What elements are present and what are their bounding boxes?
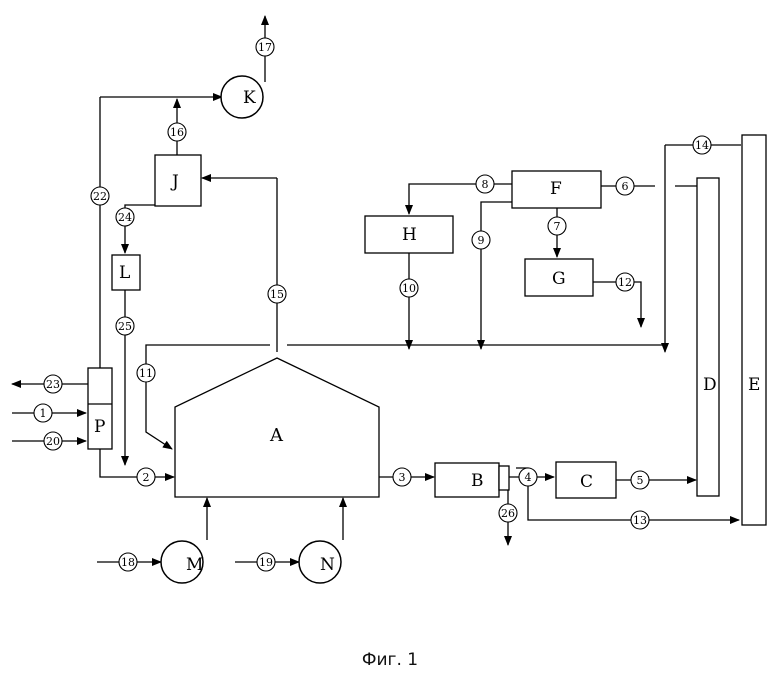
stream-3-number: 3 bbox=[399, 471, 406, 484]
stream-10-bubble: 10 bbox=[400, 279, 418, 297]
stream-22-bubble: 22 bbox=[91, 187, 109, 205]
stream-24-number: 24 bbox=[118, 211, 132, 224]
stream-20-number: 20 bbox=[46, 435, 60, 448]
unit-b bbox=[435, 463, 499, 497]
stream-8-number: 8 bbox=[482, 178, 489, 191]
unit-b-label: B bbox=[471, 471, 484, 491]
stream-4-number: 4 bbox=[525, 471, 532, 484]
stream-14-bubble: 14 bbox=[693, 136, 711, 154]
unit-d bbox=[697, 178, 719, 496]
unit-n-label: N bbox=[320, 555, 335, 575]
stream-23-number: 23 bbox=[46, 378, 60, 391]
stream-15-bubble: 15 bbox=[268, 285, 286, 303]
figure-caption: Фиг. 1 bbox=[0, 650, 780, 670]
stream-2-bubble: 2 bbox=[137, 468, 155, 486]
stream-18-bubble: 18 bbox=[119, 553, 137, 571]
stream-16-number: 16 bbox=[170, 126, 184, 139]
stream-18-number: 18 bbox=[121, 556, 135, 569]
unit-e bbox=[742, 135, 766, 525]
stream-8-line bbox=[409, 184, 512, 214]
unit-c-label: C bbox=[580, 472, 593, 492]
stream-11-bubble: 11 bbox=[137, 364, 155, 382]
stream-1-number: 1 bbox=[40, 407, 47, 420]
stream-3-bubble: 3 bbox=[393, 468, 411, 486]
stream-7-bubble: 7 bbox=[548, 217, 566, 235]
stream-2-line bbox=[100, 449, 174, 477]
stream-17-number: 17 bbox=[258, 41, 272, 54]
stream-26-number: 26 bbox=[501, 507, 515, 520]
stream-9-bubble: 9 bbox=[472, 231, 490, 249]
stream-19-bubble: 19 bbox=[257, 553, 275, 571]
stream-7-number: 7 bbox=[554, 220, 561, 233]
unit-j-label: J bbox=[170, 172, 179, 192]
stream-25-number: 25 bbox=[118, 320, 132, 333]
stream-13-bubble: 13 bbox=[631, 511, 649, 529]
stream-23-bubble: 23 bbox=[44, 375, 62, 393]
stream-12-number: 12 bbox=[618, 276, 632, 289]
equipment: A B C D E F G H J L P K bbox=[88, 76, 766, 583]
stream-10-number: 10 bbox=[402, 282, 416, 295]
stream-5-bubble: 5 bbox=[631, 471, 649, 489]
unit-h-label: H bbox=[402, 225, 417, 245]
stream-15-number: 15 bbox=[270, 288, 284, 301]
unit-e-label: E bbox=[748, 375, 760, 395]
unit-p-label: P bbox=[94, 417, 105, 437]
stream-12-bubble: 12 bbox=[616, 273, 634, 291]
stream-8-bubble: 8 bbox=[476, 175, 494, 193]
stream-17-bubble: 17 bbox=[256, 38, 274, 56]
stream-14-number: 14 bbox=[695, 139, 709, 152]
unit-a-label: A bbox=[269, 425, 284, 446]
stream-11-number: 11 bbox=[139, 367, 153, 380]
stream-12-line bbox=[593, 282, 641, 327]
stream-19-number: 19 bbox=[259, 556, 273, 569]
unit-k-label: K bbox=[243, 88, 256, 108]
stream-16-bubble: 16 bbox=[168, 123, 186, 141]
unit-d-label: D bbox=[703, 375, 717, 395]
stream-4-bubble: 4 bbox=[519, 468, 537, 486]
unit-b-nozzle bbox=[499, 466, 509, 490]
stream-9-number: 9 bbox=[478, 234, 485, 247]
stream-1-bubble: 1 bbox=[34, 404, 52, 422]
stream-20-bubble: 20 bbox=[44, 432, 62, 450]
stream-24-bubble: 24 bbox=[116, 208, 134, 226]
unit-f-label: F bbox=[550, 179, 562, 199]
stream-6-bubble: 6 bbox=[616, 177, 634, 195]
unit-l-label: L bbox=[119, 263, 130, 283]
stream-9-line bbox=[481, 202, 512, 349]
unit-m-label: M bbox=[186, 555, 203, 575]
stream-5-number: 5 bbox=[637, 474, 644, 487]
stream-13-number: 13 bbox=[633, 514, 647, 527]
unit-k bbox=[221, 76, 263, 118]
stream-25-bubble: 25 bbox=[116, 317, 134, 335]
stream-26-bubble: 26 bbox=[499, 504, 517, 522]
stream-22-number: 22 bbox=[93, 190, 107, 203]
stream-2-number: 2 bbox=[143, 471, 150, 484]
stream-6-number: 6 bbox=[622, 180, 629, 193]
unit-g-label: G bbox=[552, 269, 566, 289]
